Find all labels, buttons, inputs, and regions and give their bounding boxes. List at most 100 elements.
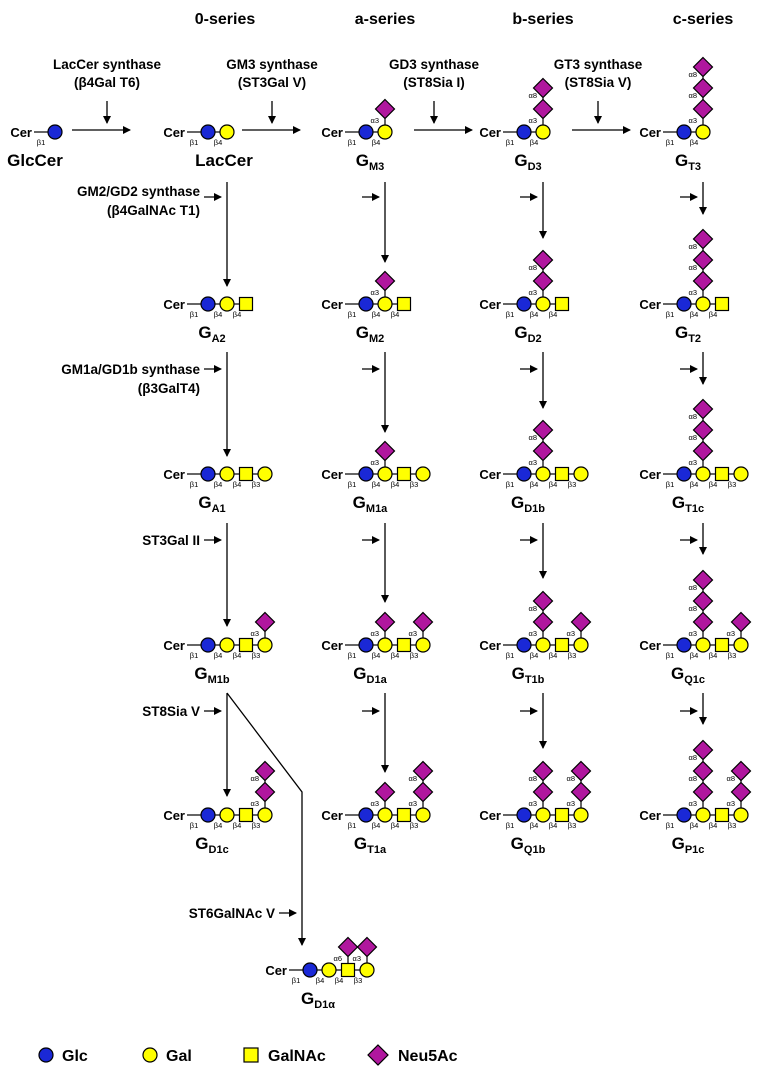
linkage-label: α8 (688, 604, 697, 613)
linkage-label: α3 (688, 458, 697, 467)
glc-icon (516, 296, 532, 312)
linkage-label: β4 (530, 651, 539, 660)
enzyme-st6galnac-v: ST6GalNAc V (189, 906, 275, 921)
linkage-label: β4 (214, 651, 223, 660)
glc-icon (358, 637, 374, 653)
gal-icon (535, 466, 551, 482)
gal-icon (733, 637, 749, 653)
linkage-label: β1 (348, 480, 357, 489)
gal-icon (219, 124, 235, 140)
gal-icon (535, 807, 551, 823)
linkage-label: α8 (528, 433, 537, 442)
neu5ac-icon (356, 936, 378, 958)
gal-icon (415, 466, 431, 482)
linkage-label: β1 (190, 821, 199, 830)
linkage-label: β1 (506, 821, 515, 830)
glycan-name-gt3: GT3 (675, 151, 701, 173)
linkage-label: β3 (568, 651, 577, 660)
linkage-label: β1 (348, 138, 357, 147)
neu5ac-icon (532, 611, 554, 633)
ceramide-label: Cer (639, 297, 661, 312)
linkage-label: β4 (530, 138, 539, 147)
neu5ac-icon (412, 781, 434, 803)
neu5ac-icon (254, 781, 276, 803)
linkage-label: α8 (528, 263, 537, 272)
glc-icon (676, 124, 692, 140)
neu5ac-icon (692, 569, 714, 591)
neu5ac-icon (374, 98, 396, 120)
linkage-label: α6 (333, 954, 342, 963)
linkage-label: β4 (233, 480, 242, 489)
gal-icon (733, 807, 749, 823)
linkage-label: β3 (728, 480, 737, 489)
gal-icon (695, 807, 711, 823)
glycan-name-gm3: GM3 (356, 151, 385, 173)
ceramide-label: Cer (321, 467, 343, 482)
ceramide-label: Cer (639, 125, 661, 140)
linkage-label: β1 (190, 138, 199, 147)
galnac-icon (714, 807, 730, 823)
linkage-label: β3 (568, 821, 577, 830)
linkage-label: β4 (549, 821, 558, 830)
linkage-label: α3 (528, 629, 537, 638)
neu5ac-icon (374, 611, 396, 633)
series-header-a: a-series (355, 11, 416, 28)
gal-icon (377, 466, 393, 482)
linkage-label: α8 (688, 583, 697, 592)
glycan-name-gm1a: GM1a (353, 493, 389, 515)
glycan-name-laccer: LacCer (195, 151, 253, 170)
gal-icon (535, 124, 551, 140)
linkage-label: β4 (530, 821, 539, 830)
neu5ac-icon (692, 419, 714, 441)
linkage-label: β4 (372, 821, 381, 830)
gal-icon (219, 466, 235, 482)
enzyme-gm3-synthase: GM3 synthase (226, 57, 318, 72)
ceramide-label: Cer (321, 808, 343, 823)
glycan-name-gp1c: GP1c (672, 834, 705, 856)
linkage-label: β4 (233, 310, 242, 319)
linkage-label: α3 (528, 458, 537, 467)
glc-icon (200, 466, 216, 482)
gal-icon (359, 962, 375, 978)
linkage-label: β1 (292, 976, 301, 985)
enzyme-labels: LacCer synthase (β4Gal T6) GM3 synthase … (53, 57, 643, 921)
pathway-arrows (72, 101, 707, 946)
linkage-label: β1 (190, 480, 199, 489)
neu5ac-icon (692, 440, 714, 462)
linkage-label: α3 (688, 288, 697, 297)
glc-icon (516, 637, 532, 653)
legend-neu5ac-label: Neu5Ac (398, 1048, 458, 1065)
glc-icon (516, 807, 532, 823)
linkage-label: β3 (354, 976, 363, 985)
linkage-label: β1 (666, 310, 675, 319)
linkage-label: β4 (214, 310, 223, 319)
neu5ac-icon (374, 781, 396, 803)
linkage-label: β4 (530, 480, 539, 489)
linkage-label: β3 (568, 480, 577, 489)
linkage-label: β4 (391, 651, 400, 660)
neu5ac-icon (532, 270, 554, 292)
linkage-label: α8 (250, 774, 259, 783)
gal-icon (573, 637, 589, 653)
glc-icon (516, 466, 532, 482)
glc-icon (358, 466, 374, 482)
neu5ac-icon (532, 440, 554, 462)
linkage-label: β3 (252, 480, 261, 489)
linkage-label: β4 (709, 310, 718, 319)
ceramide-label: Cer (163, 808, 185, 823)
linkage-label: α3 (370, 116, 379, 125)
galnac-icon (238, 466, 254, 482)
linkage-label: β1 (190, 310, 199, 319)
enzyme-st3gal-ii: ST3Gal II (142, 533, 200, 548)
glycan-name-gd1alpha: GD1α (301, 989, 335, 1011)
glycan-name-gd1c: GD1c (195, 834, 228, 856)
linkage-label: β4 (335, 976, 344, 985)
glycan-name-gq1c: GQ1c (671, 664, 705, 686)
